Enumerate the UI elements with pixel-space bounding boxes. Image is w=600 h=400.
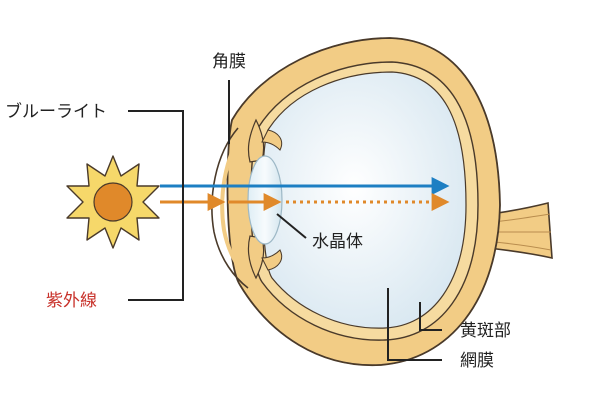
blue-light-label: ブルーライト [5,101,107,122]
crystalline-lens [248,156,282,244]
uv-label: 紫外線 [46,291,97,311]
lens-label: 水晶体 [312,232,363,252]
sun-icon [67,156,159,248]
retina-label: 網膜 [460,351,494,371]
vitreous-body [262,72,466,328]
macula-label: 黄斑部 [460,321,511,341]
cornea-label: 角膜 [212,52,246,72]
